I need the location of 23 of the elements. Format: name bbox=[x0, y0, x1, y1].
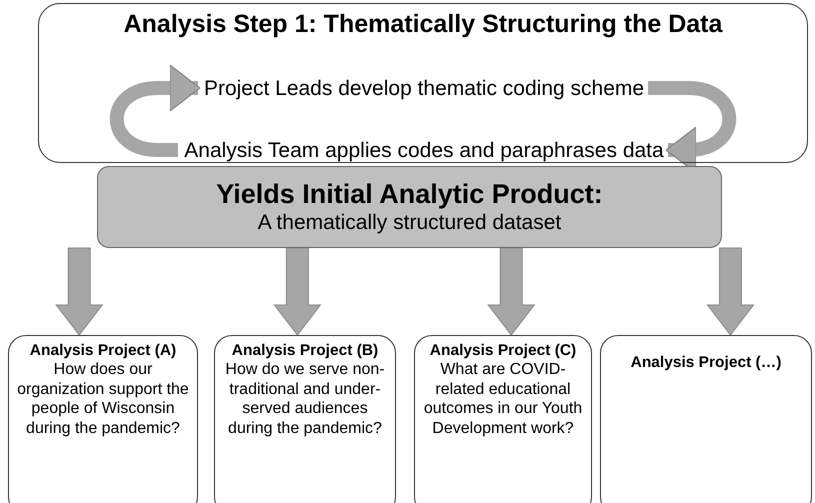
product-description: A thematically structured dataset bbox=[258, 210, 562, 236]
project-question: What are COVID-related educational outcomes in our Youth Development work? bbox=[422, 360, 584, 438]
step-text: Project Leads develop thematic coding scheme bbox=[204, 76, 644, 102]
project-box bbox=[600, 335, 812, 503]
product-heading: Yields Initial Analytic Product: bbox=[216, 178, 603, 210]
block-arrow bbox=[55, 248, 104, 336]
step-panel bbox=[38, 3, 808, 163]
project-question: How does our organization support the people of Wisconsin during the pandemic? bbox=[16, 360, 190, 438]
panel-heading: Analysis Step 1: Thematically Structuring the Data bbox=[122, 10, 724, 39]
product-box bbox=[97, 166, 722, 248]
block-arrow bbox=[706, 248, 754, 336]
block-arrow bbox=[273, 248, 322, 336]
project-heading: Analysis Project (A) bbox=[30, 342, 176, 360]
curved-arrow bbox=[110, 64, 200, 157]
project-heading: Analysis Project (C) bbox=[430, 342, 576, 360]
block-arrow bbox=[487, 248, 536, 336]
project-box bbox=[214, 335, 396, 503]
project-heading: Analysis Project (B) bbox=[232, 342, 378, 360]
project-question: How do we serve non-traditional and under-served audiences during the pandemic? bbox=[224, 360, 386, 438]
project-heading: Analysis Project (…) bbox=[630, 354, 782, 372]
step-text: Analysis Team applies codes and paraphrases data bbox=[184, 138, 664, 164]
project-box bbox=[8, 335, 198, 503]
project-box bbox=[414, 335, 592, 503]
